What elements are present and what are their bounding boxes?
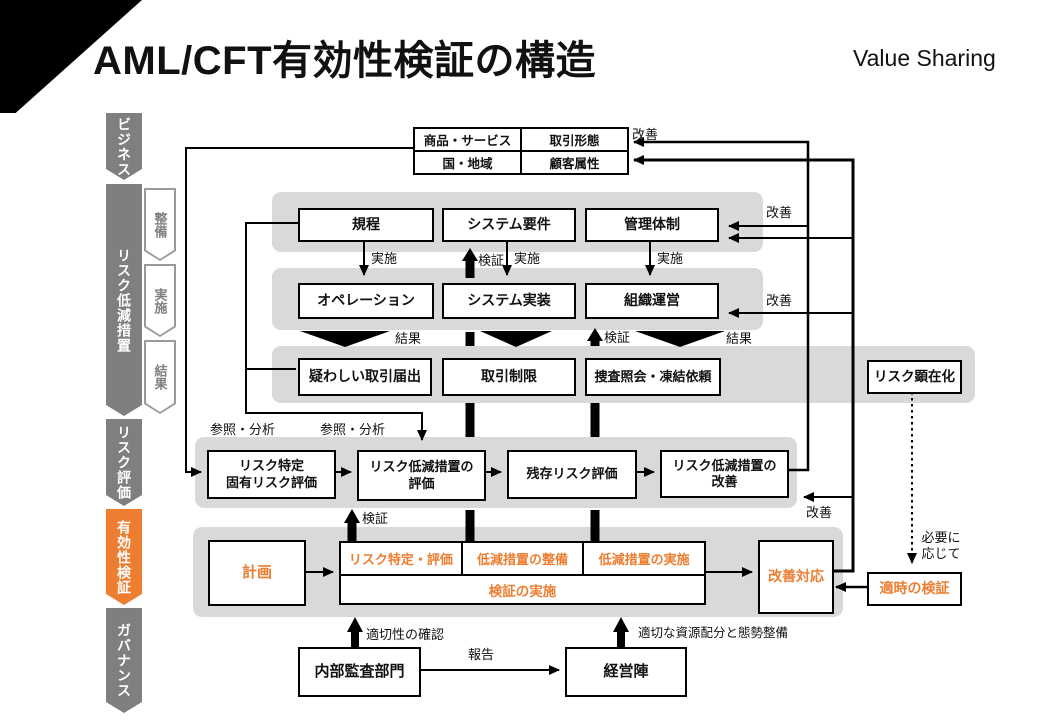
box-residual-risk: 残存リスク評価 [507,450,637,499]
arrow-audit-up-head [347,617,363,632]
sidebar-sub-inner: 整備 [146,190,174,259]
box-mitigation-improvement: リスク低減措置の 改善 [660,450,789,498]
sidebar-label: 有効性検証 [116,519,132,595]
risk-factor-customer-attribute: 顧客属性 [522,152,627,173]
label-jisshi-3: 実施 [657,251,684,266]
triangle-result-3 [635,331,725,347]
cell-verify-risk-id: リスク特定・評価 [341,543,463,574]
sidebar-sub-label: 実施 [152,287,168,314]
label-kekka-2: 結果 [726,331,753,346]
label-kensho-2: 検証 [604,330,631,345]
box-regulations: 規程 [298,208,434,242]
box-timely-verification: 適時の検証 [867,572,962,606]
label-report: 報告 [468,647,495,662]
cell-verification-execution: 検証の実施 [488,583,557,599]
label-reference-analysis-2: 参照・分析 [320,422,386,437]
label-jisshi-2: 実施 [514,251,541,266]
box-operation: オペレーション [298,283,434,319]
sidebar-sub-kekka: 結果 [144,340,176,414]
arrow-kensho-gap45-head [344,509,360,523]
label-improve-top: 改善 [632,127,659,142]
sidebar-label: ビジネス [116,116,132,177]
sidebar-item-risk-assessment: リスク評価 [106,419,142,506]
sidebar-label: リスク低減措置 [116,247,132,353]
box-management-team: 経営陣 [565,647,687,697]
line-factors-to-risk-identification [185,147,413,477]
box-risk-materialization: リスク顕在化 [867,360,962,394]
label-resource-allocation: 適切な資源配分と態勢整備 [638,626,789,640]
label-improve-band4: 改善 [806,505,833,520]
box-system-implementation: システム実装 [442,283,576,319]
arrow-management-up-head [613,617,629,632]
triangle-result-1 [300,331,390,347]
risk-factor-country-region: 国・地域 [415,152,520,173]
sidebar-sub-jisshi: 実施 [144,264,176,337]
box-mitigation-evaluation: リスク低減措置の 評価 [357,450,486,501]
line-improvement-trunk-1 [633,137,810,472]
arrow-kensho-gap23-head [587,328,603,341]
box-transaction-limit: 取引制限 [442,358,576,396]
sidebar-sub-inner: 実施 [146,266,174,335]
verification-steps-row: リスク特定・評価 低減措置の整備 低減措置の実施 [341,543,704,576]
sidebar-item-governance: ガバナンス [106,608,142,713]
sidebar-sub-label: 結果 [152,364,168,390]
line-improvement-trunk-2 [633,155,855,573]
box-investigation-freeze: 捜査照会・凍結依頼 [585,358,721,396]
sidebar-item-risk-mitigation: リスク低減措置 [106,184,142,416]
line-reference-to-mitigation-evaluation [245,222,427,441]
label-jisshi-1: 実施 [371,251,398,266]
risk-factor-table: 商品・サービス 取引形態 国・地域 顧客属性 [413,127,629,175]
box-internal-audit: 内部監査部門 [298,647,421,697]
sidebar-item-business: ビジネス [106,113,142,180]
label-kensho-1: 検証 [478,253,505,268]
risk-factor-product-service: 商品・サービス [415,129,520,150]
label-kekka-1: 結果 [395,331,422,346]
box-system-requirements: システム要件 [442,208,576,242]
label-improve-band2: 改善 [766,293,793,308]
sidebar-label: ガバナンス [116,623,132,698]
box-risk-identification: リスク特定 固有リスク評価 [207,450,336,499]
box-management-structure: 管理体制 [585,208,719,242]
triangle-result-2 [480,331,552,347]
brand-text: Value Sharing [853,45,996,71]
box-organization-management: 組織運営 [585,283,719,319]
sidebar-sub-label: 整備 [152,211,168,238]
sidebar-sub-seibi: 整備 [144,188,176,261]
cell-verify-implementation: 低減措置の実施 [598,552,690,567]
cell-verify-design: 低減措置の整備 [463,543,585,574]
page-title: AML/CFT有効性検証の構造 [93,39,597,83]
label-appropriateness-check: 適切性の確認 [366,627,445,642]
sidebar-label: リスク評価 [116,425,132,500]
box-plan: 計画 [208,540,306,606]
label-improve-band1: 改善 [766,205,793,220]
box-str-report: 疑わしい取引届出 [298,358,432,396]
arrow-kensho-gap12-head [462,248,478,261]
sidebar-sub-inner: 結果 [146,342,174,412]
label-kensho-3: 検証 [362,511,389,526]
risk-factor-transaction-type: 取引形態 [522,129,627,150]
label-reference-analysis-1: 参照・分析 [210,422,276,437]
verification-compound-box: リスク特定・評価 低減措置の整備 低減措置の実施 検証の実施 [339,541,706,605]
sidebar-item-effectiveness: 有効性検証 [106,509,142,605]
label-as-needed: 必要に 応じて [921,530,961,561]
box-improvement-response: 改善対応 [758,540,834,614]
